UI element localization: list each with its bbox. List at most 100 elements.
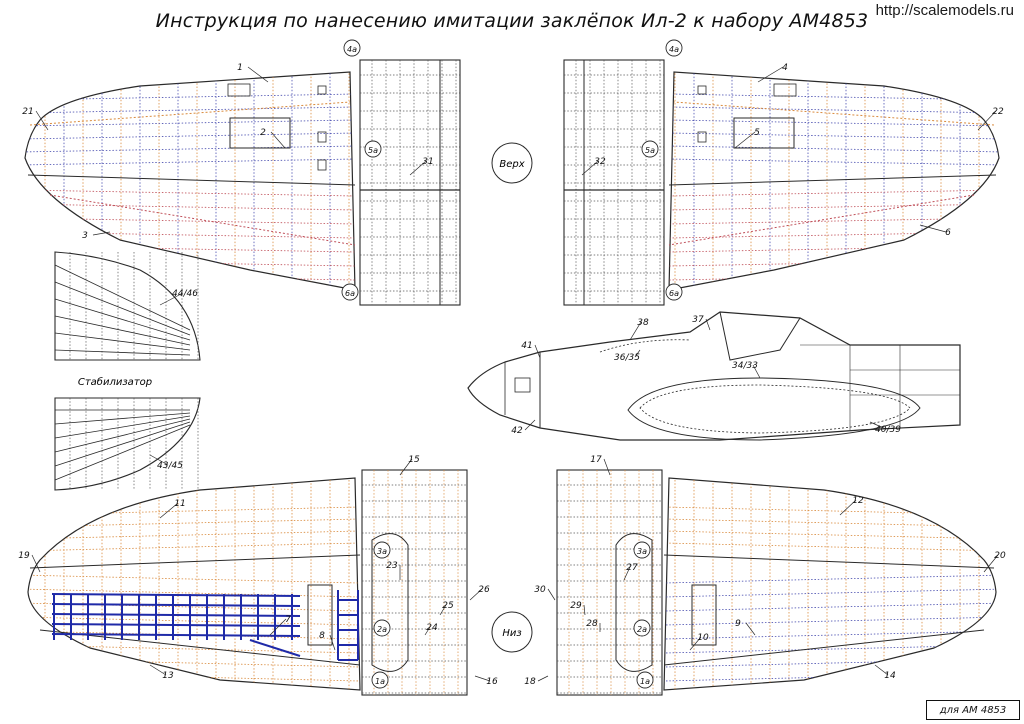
rivet-line: [664, 658, 996, 668]
callout-leader: [399, 458, 413, 476]
callout-leader: [439, 604, 447, 616]
rivet-line: [54, 332, 191, 351]
callout-leader: [583, 604, 586, 616]
callout-c4: 4: [782, 63, 788, 73]
callout-c29: 29: [570, 601, 582, 611]
rivet-line: [28, 616, 360, 626]
callout-c6a: 6a: [669, 289, 679, 298]
callout-c2a: 2a: [637, 625, 647, 634]
callout-c14: 14: [884, 671, 896, 681]
rivet-line: [664, 616, 996, 626]
callout-c4446: 44/46: [172, 289, 198, 299]
callout-c1a: 1a: [375, 677, 385, 686]
stabilizer-label: Стабилизатор: [78, 376, 152, 388]
callout-c18: 18: [524, 677, 536, 687]
rivet-line: [669, 145, 999, 153]
rivet-line: [28, 530, 360, 540]
callout-c5a: 5a: [368, 146, 378, 155]
rivet-line: [28, 574, 360, 584]
callout-leader: [159, 502, 179, 519]
rivet-line: [669, 158, 999, 166]
callout-leader: [977, 110, 997, 131]
rivet-line: [25, 189, 355, 197]
callout-leader: [705, 318, 711, 331]
callout-leader: [869, 421, 887, 430]
rivet-line: [54, 424, 191, 481]
upper-right-center-section: [563, 59, 665, 306]
callout-leader: [474, 675, 491, 682]
rivet-line: [664, 602, 996, 612]
rivet-line: [54, 281, 191, 336]
rivet-line: [28, 518, 360, 528]
callout-c2a: 2a: [377, 625, 387, 634]
rivet-line: [28, 542, 360, 552]
callout-c28: 28: [586, 619, 598, 629]
callout-c32: 32: [594, 157, 606, 167]
callout-leader: [537, 675, 549, 682]
callout-leader: [623, 566, 631, 581]
callout-leader: [634, 349, 641, 358]
callout-c11: 11: [174, 499, 185, 509]
callout-c12: 12: [852, 496, 864, 506]
callout-c30: 30: [534, 585, 546, 595]
callout-c25: 25: [442, 601, 454, 611]
rivet-line: [25, 93, 355, 101]
callout-leader: [752, 364, 761, 379]
callout-c3: 3: [82, 231, 88, 241]
rivet-line: [669, 132, 999, 140]
lower-right-center-section: [556, 469, 663, 696]
callout-c27: 27: [626, 563, 638, 573]
callout-leader: [469, 588, 483, 601]
callout-circle: [665, 39, 683, 57]
callout-leader: [689, 636, 702, 651]
callout-circle: [636, 671, 654, 689]
rivet-line: [25, 231, 355, 239]
rivet-line: [51, 603, 301, 607]
rivet-line: [54, 418, 191, 453]
callout-leader: [35, 110, 49, 131]
rivet-line: [669, 259, 999, 267]
callout-c13: 13: [162, 671, 174, 681]
rivet-line: [664, 542, 996, 552]
callout-leader: [745, 622, 756, 636]
callout-leader: [269, 618, 287, 636]
kit-stamp: для AM 4853: [926, 700, 1020, 720]
watermark-url: http://scalemodels.ru: [875, 2, 1014, 19]
callout-c16: 16: [486, 677, 498, 687]
callout-c23: 23: [386, 561, 398, 571]
callout-c42: 42: [511, 426, 523, 436]
callout-c10: 10: [697, 633, 709, 643]
callout-c8: 8: [319, 631, 325, 641]
lower-left-center-section: [361, 469, 468, 696]
rivet-line: [51, 613, 301, 617]
callout-circle: [633, 541, 651, 559]
callout-leader: [874, 664, 889, 676]
callout-leader: [547, 588, 556, 601]
rivet-line: [25, 217, 355, 225]
callout-leader: [247, 66, 269, 83]
callout-leader: [757, 66, 784, 83]
rivet-line: [664, 530, 996, 540]
rivet-line: [25, 245, 355, 253]
callout-c31: 31: [422, 157, 433, 167]
callout-leader: [581, 160, 599, 176]
callout-circle: [665, 283, 683, 301]
callout-leader: [983, 554, 999, 573]
callout-leader: [329, 634, 336, 651]
callout-c24: 24: [426, 623, 438, 633]
callout-c38: 38: [637, 318, 649, 328]
callout-c4a: 4a: [347, 45, 357, 54]
upper-label: Верх: [499, 159, 524, 170]
upper-left-center-section: [359, 59, 461, 306]
callout-c37: 37: [692, 315, 704, 325]
rivet-line: [664, 574, 996, 584]
fuselage-side-view: [467, 311, 961, 441]
lower-view-marker: [491, 611, 533, 653]
callout-leader: [603, 458, 611, 476]
callout-c3a: 3a: [377, 547, 387, 556]
rivet-line: [54, 349, 191, 356]
rivet-line: [25, 203, 355, 211]
callout-c21: 21: [22, 107, 33, 117]
